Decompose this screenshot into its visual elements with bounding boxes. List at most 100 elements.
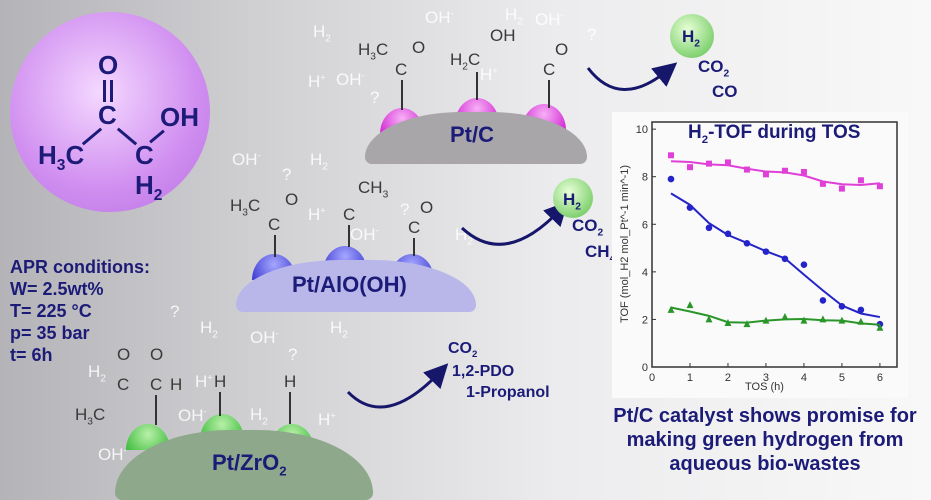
plot-frame: [651, 121, 898, 368]
series-line-Pt/C: [670, 160, 881, 187]
data-point: [705, 315, 713, 323]
condition-time: t= 6h: [10, 345, 53, 365]
float-h2: H2: [313, 22, 331, 45]
float-oh: OH-: [350, 225, 379, 244]
chart-ylabel: TOF (mol_H2 mol_Pt^-1 min^-1): [619, 164, 631, 324]
caption-line2: making green hydrogen from: [626, 429, 904, 451]
data-point: [800, 261, 808, 269]
float-oh: OH-: [232, 150, 261, 169]
product-co2: CO2: [572, 216, 604, 239]
data-point: [781, 255, 789, 263]
data-point: [686, 301, 694, 309]
float-h2: H2: [310, 150, 328, 173]
product-co2: CO2: [698, 57, 730, 80]
arrow-ptc: [586, 62, 678, 91]
data-point: [838, 303, 846, 310]
y-tick-label: 8: [642, 172, 648, 184]
ptc-label: Pt/C: [450, 122, 494, 147]
float-h2: H2: [505, 5, 523, 28]
data-point: [743, 240, 751, 247]
chart-xlabel: TOS (h): [745, 381, 784, 393]
float-oh: OH-: [535, 10, 564, 29]
data-point: [724, 318, 732, 326]
x-tick-label: 3: [763, 372, 769, 384]
float-h2: H2: [330, 318, 348, 341]
float-hplus: H+: [308, 72, 326, 91]
float-question: ?: [400, 200, 410, 219]
data-point: [724, 159, 731, 166]
data-point: [724, 230, 732, 238]
float-h2: H2: [250, 405, 268, 428]
data-point: [876, 323, 884, 331]
y-tick-label: 6: [642, 219, 648, 231]
data-point: [667, 152, 674, 159]
caption-line1: Pt/C catalyst shows promise for: [613, 405, 917, 427]
float-question: ?: [288, 345, 298, 364]
chart-title: H2-TOF during TOS: [688, 122, 861, 146]
ptalooh-support: [236, 260, 476, 312]
atom-c2: C: [135, 140, 154, 170]
float-question: ?: [170, 302, 180, 321]
float-h2: H2: [88, 362, 106, 385]
data-point: [705, 160, 712, 167]
float-oh: OH-: [336, 70, 365, 89]
data-point: [743, 320, 751, 328]
float-question: ?: [587, 25, 597, 44]
atom-c1: C: [98, 100, 117, 130]
float-hplus: H+: [318, 410, 336, 429]
product-h2: H2: [682, 27, 700, 50]
data-point: [667, 305, 675, 313]
h2-ball: [670, 14, 714, 58]
float-oh: OH-: [425, 8, 454, 27]
float-question: ?: [282, 165, 292, 184]
x-tick-label: 5: [839, 372, 845, 384]
x-tick-label: 4: [801, 372, 807, 384]
data-point: [781, 167, 788, 174]
data-point: [705, 224, 713, 232]
data-point: [762, 316, 770, 324]
float-oh: OH-: [250, 328, 279, 347]
caption: Pt/C catalyst shows promise for making g…: [590, 404, 931, 476]
ptalooh-label: Pt/AlO(OH): [292, 272, 407, 297]
data-point: [781, 313, 789, 321]
x-tick-label: 2: [725, 372, 731, 384]
arrow-zro2: [346, 363, 449, 409]
x-tick-label: 0: [649, 372, 655, 384]
data-point: [686, 204, 694, 211]
arrow-alooh: [460, 201, 569, 246]
y-tick-label: 4: [642, 267, 648, 279]
data-point: [762, 248, 770, 255]
acetol-circle: [10, 12, 210, 212]
atom-h3c: H3C: [38, 140, 85, 175]
data-point: [838, 316, 846, 324]
float-question: ?: [370, 88, 380, 107]
data-point: [857, 317, 865, 325]
y-tick-label: 0: [642, 362, 648, 374]
data-point: [800, 316, 808, 324]
ptc-support: [365, 112, 587, 164]
data-point: [800, 168, 807, 175]
float-h2: H2: [200, 318, 218, 341]
data-point: [819, 315, 827, 323]
data-point: [819, 180, 826, 187]
product-co: CO: [712, 82, 738, 101]
series-line-Pt/ZrO2: [670, 306, 880, 326]
product-co2: CO2: [448, 340, 478, 361]
float-oh: OH-: [178, 406, 207, 425]
condition-w: W= 2.5wt%: [10, 279, 104, 299]
tof-chart: [612, 112, 908, 398]
ptzro2-label: Pt/ZrO2: [212, 450, 287, 479]
product-h2: H2: [563, 190, 581, 213]
conditions-title: APR conditions:: [10, 257, 150, 277]
atom-h2: H2: [135, 170, 163, 205]
float-hplus: H+: [195, 372, 213, 391]
data-point: [743, 166, 750, 173]
data-point: [857, 177, 864, 184]
data-point: [686, 164, 693, 171]
data-point: [667, 175, 675, 183]
data-point: [762, 171, 769, 178]
caption-line3: aqueous bio-wastes: [669, 453, 861, 475]
apr-conditions: APR conditions: W= 2.5wt% T= 225 °C p= 3…: [10, 256, 150, 366]
